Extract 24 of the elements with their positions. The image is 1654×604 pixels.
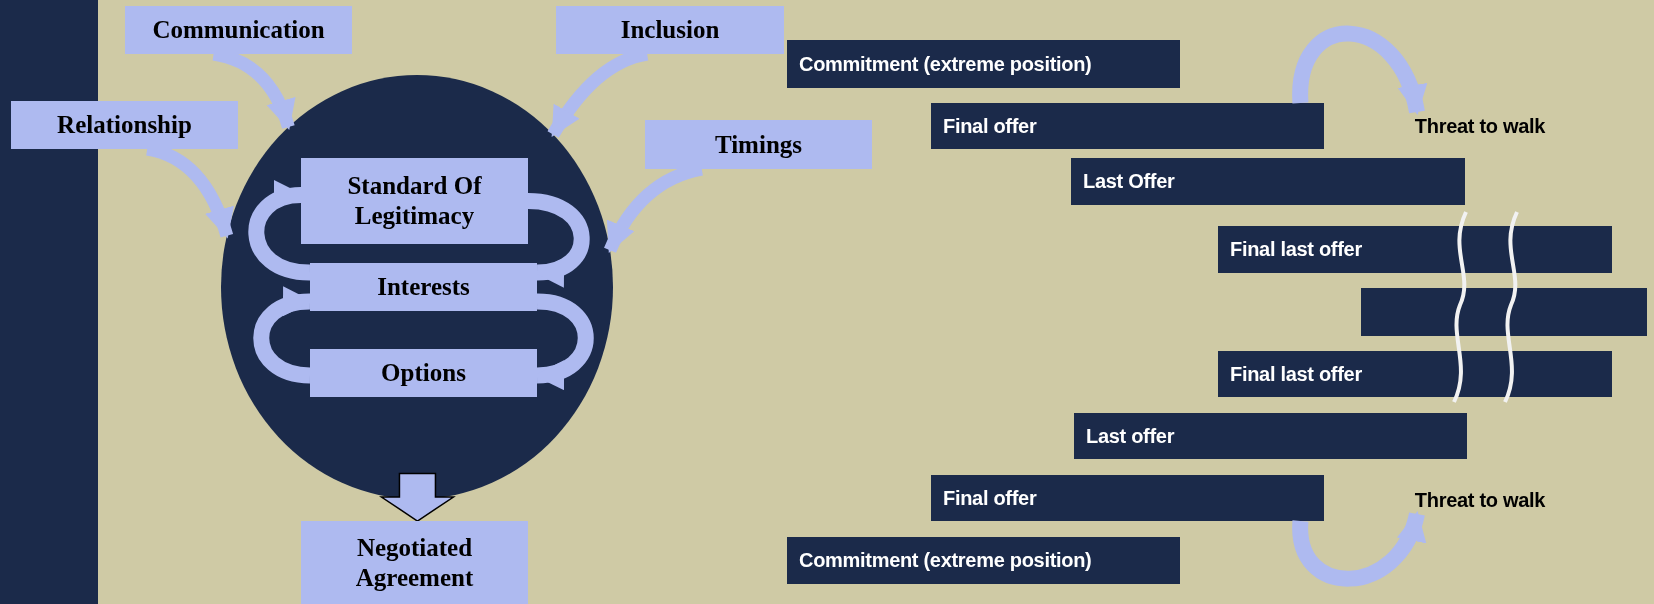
curved-arrow (534, 293, 594, 388)
concept-box: Standard Of Legitimacy (301, 158, 528, 244)
offer-bar: Final last offer (1218, 351, 1612, 397)
offer-bar: Final last offer (1218, 226, 1612, 273)
concept-box: Relationship (11, 101, 238, 149)
concept-box: Negotiated Agreement (301, 521, 528, 604)
concept-box: Timings (645, 120, 872, 169)
curved-arrow (527, 193, 590, 285)
offer-bar: Final offer (931, 103, 1324, 149)
curved-arrow (253, 288, 313, 384)
offer-bar: Last Offer (1071, 158, 1465, 205)
concept-box: Inclusion (556, 6, 784, 54)
threat-label: Threat to walk (1390, 112, 1570, 140)
offer-bar: Commitment (extreme position) (787, 537, 1180, 584)
curved-arrow (248, 183, 311, 281)
blank-bar (1361, 288, 1647, 336)
offer-bar: Last offer (1074, 413, 1467, 459)
concept-box: Communication (125, 6, 352, 54)
threat-label: Threat to walk (1390, 486, 1570, 514)
block-arrow (378, 472, 456, 522)
concept-box: Options (310, 349, 537, 397)
offer-bar: Commitment (extreme position) (787, 40, 1180, 88)
offer-bar: Final offer (931, 475, 1324, 521)
concept-box: Interests (310, 263, 537, 311)
